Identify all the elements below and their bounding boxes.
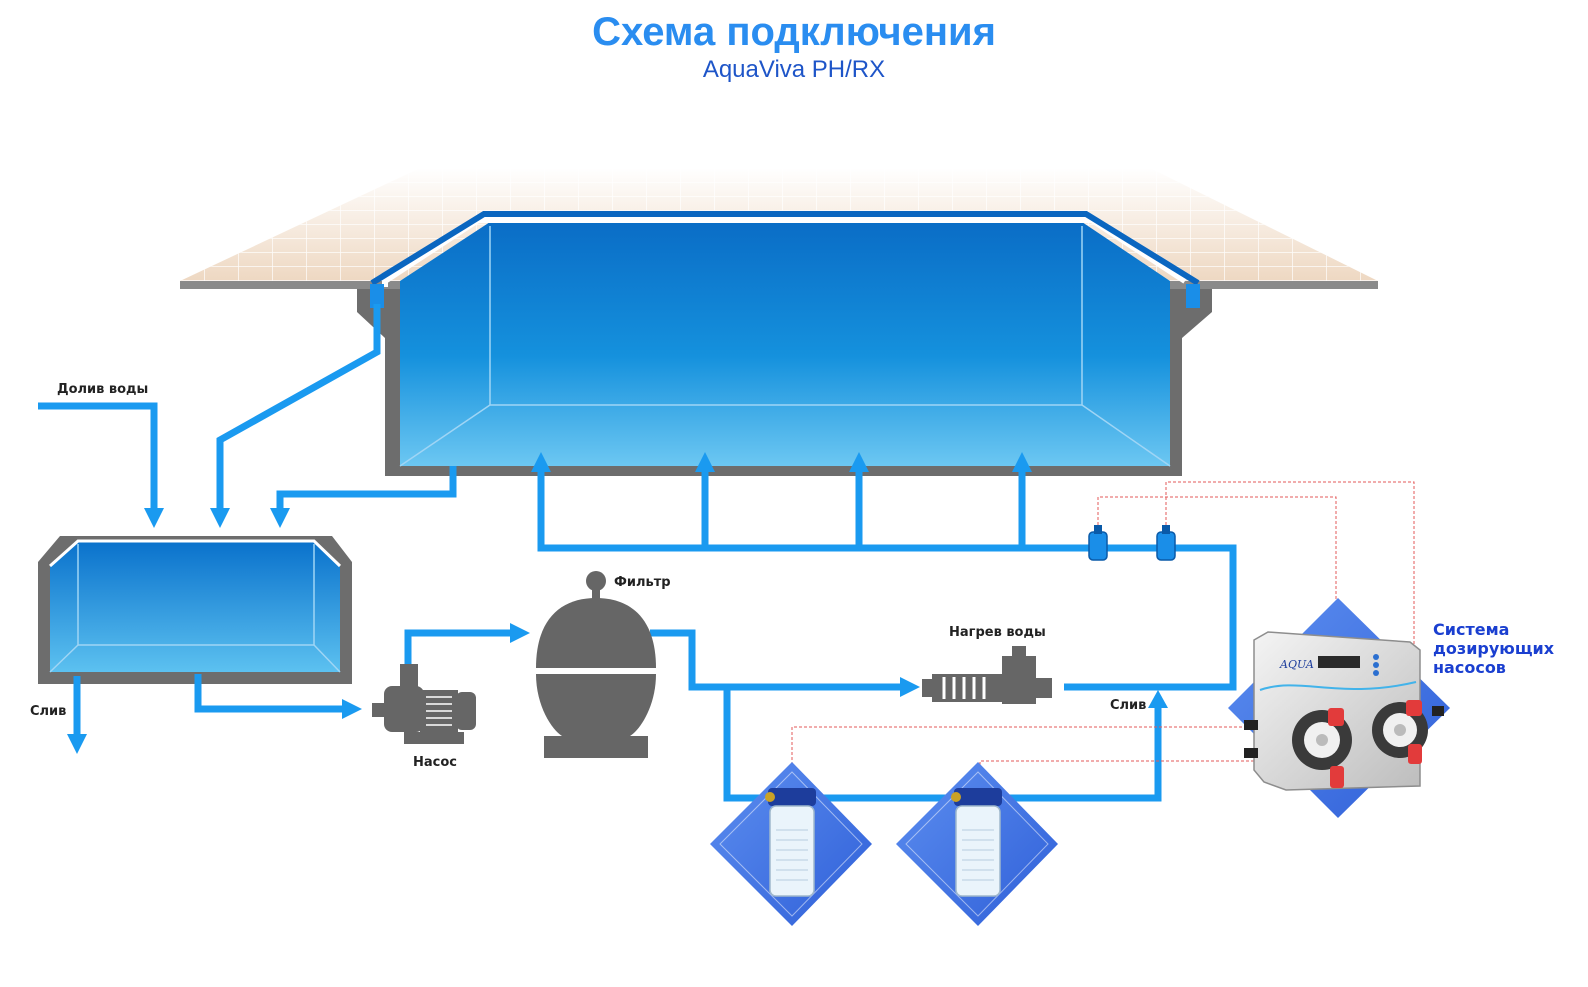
tank-inner-corner-right [313, 644, 341, 673]
arrow-to-pump [342, 699, 362, 719]
pump-intake [372, 703, 386, 717]
label-water-heating: Нагрев воды [949, 625, 1046, 640]
pipe-tank-to-pump [194, 674, 346, 713]
label-dosing-line-1: Система [1433, 620, 1510, 639]
gutter-left [370, 284, 384, 308]
pump-base [404, 732, 464, 744]
pipe-filter-to-heater [650, 629, 902, 691]
device-logo: AQUA [1279, 658, 1314, 671]
page-subtitle: AquaViva PH/RX [702, 56, 886, 83]
filter-tank-top [536, 598, 656, 668]
page-title: Схема подключения [592, 10, 996, 54]
signal-holder-2 [979, 760, 1290, 790]
label-water-refill: Долив воды [57, 382, 149, 397]
label-filter: Фильтр [614, 575, 671, 590]
filter [536, 571, 656, 758]
pump [372, 664, 476, 744]
arrow-to-heater [900, 677, 920, 697]
sensor-holder-1 [710, 762, 872, 926]
pump-motor-end [456, 692, 476, 730]
sensors [1088, 525, 1176, 561]
flow-arrows [67, 452, 1168, 754]
pipes [38, 304, 1237, 802]
gutter-right [1186, 284, 1200, 308]
arrow-drain-left [67, 734, 87, 754]
arrow-to-filter [510, 623, 530, 643]
label-dosing-system: Система дозирующих насосов [1433, 620, 1554, 677]
tank-water [50, 542, 340, 672]
arrow-return-2 [695, 452, 715, 472]
label-dosing-line-2: дозирующих [1433, 639, 1555, 658]
pump-outlet [400, 664, 418, 688]
arrow-drain-right [1148, 690, 1168, 708]
arrow-main-drain [270, 508, 290, 528]
sensor-ph [1088, 531, 1108, 561]
filter-tank-bottom [536, 674, 656, 736]
pipe-gutter-to-tank [216, 304, 381, 512]
arrow-return-3 [849, 452, 869, 472]
tank-inner-corner-left [49, 644, 79, 673]
tank-inner-lines [77, 544, 315, 646]
tank-rim [49, 539, 342, 568]
filter-base [544, 736, 648, 758]
dosing-device: AQUA [1228, 598, 1450, 818]
pool-inner-lines [489, 226, 1083, 406]
pump-housing [384, 686, 424, 732]
label-drain-left: Слив [30, 704, 67, 719]
filter-gauge [586, 571, 606, 591]
label-drain-right: Слив [1110, 698, 1147, 713]
pipe-main-drain [276, 466, 457, 512]
label-dosing-line-3: насосов [1433, 658, 1506, 677]
heater [922, 646, 1052, 704]
signal-rx [1165, 481, 1415, 700]
pool-water [400, 222, 1170, 466]
sensor-rx [1156, 531, 1176, 561]
pool-inner-corner-right [1081, 404, 1171, 467]
device-display [1318, 656, 1360, 668]
pool-rim-blue [370, 211, 1200, 286]
arrow-return-1 [531, 452, 551, 472]
arrow-return-4 [1012, 452, 1032, 472]
pipe-pump-to-filter [404, 629, 512, 666]
label-pump: Насос [413, 755, 457, 770]
arrow-gutter [210, 508, 230, 528]
pipe-water-refill [38, 402, 158, 512]
sensor-holder-2 [896, 762, 1058, 926]
pool-inner-corner-left [399, 404, 491, 467]
signal-holder-1 [791, 726, 1290, 790]
pipe-heater-to-return [537, 470, 1237, 691]
arrow-refill [144, 508, 164, 528]
